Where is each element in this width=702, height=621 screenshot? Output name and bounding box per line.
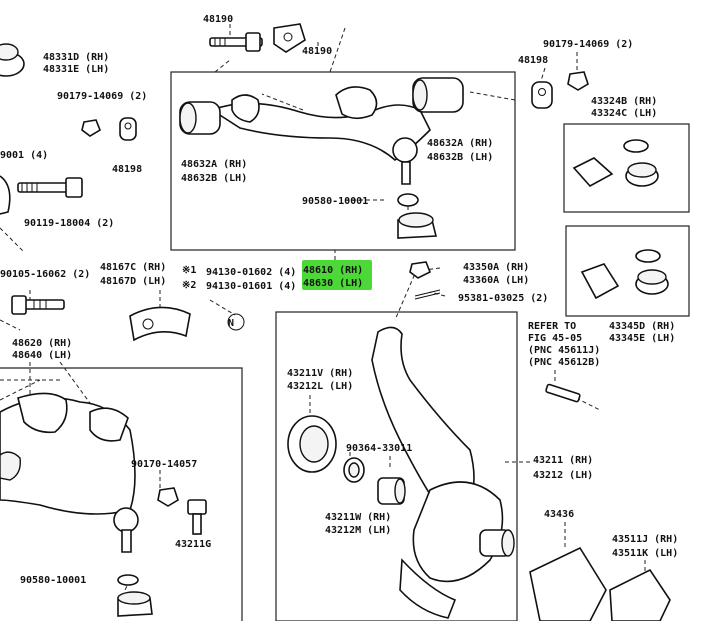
label-48632a-right: 48632A (RH) bbox=[427, 138, 493, 149]
nut-90580-lower bbox=[117, 574, 139, 586]
lower-arm-box bbox=[0, 367, 243, 621]
label-48167d: 48167D (LH) bbox=[100, 276, 166, 287]
label-90179-right: 90179-14069 (2) bbox=[543, 39, 633, 50]
bracket-48198-right bbox=[531, 81, 553, 109]
gasket-43436 bbox=[529, 546, 607, 621]
label-48167c: 48167C (RH) bbox=[100, 262, 166, 273]
bolt-refer bbox=[545, 383, 581, 403]
nut-90179-left bbox=[81, 119, 101, 137]
bolt-90105 bbox=[11, 295, 65, 315]
label-48632b-left: 48632B (LH) bbox=[181, 173, 247, 184]
label-90001: 9001 (4) bbox=[0, 150, 48, 161]
label-48620: 48620 (RH) bbox=[12, 338, 72, 349]
dust-boot-lower bbox=[117, 591, 153, 617]
label-refer-2: FIG 45-05 bbox=[528, 333, 582, 344]
cam-bracket-48167 bbox=[129, 306, 191, 342]
label-95381: 95381-03025 (2) bbox=[458, 293, 548, 304]
label-48190-bottom: 48190 bbox=[302, 46, 332, 57]
castle-nut-43350 bbox=[409, 261, 432, 279]
label-mark2: ※2 bbox=[182, 280, 196, 291]
label-43511j: 43511J (RH) bbox=[612, 534, 678, 545]
label-48632b-right: 48632B (LH) bbox=[427, 152, 493, 163]
bolt-90119 bbox=[17, 177, 83, 198]
bearing-90364 bbox=[377, 477, 406, 505]
label-90364: 90364-33011 bbox=[346, 443, 412, 454]
label-43211v: 43211V (RH) bbox=[287, 368, 353, 379]
steering-knuckle bbox=[371, 326, 515, 619]
label-mark1: ※1 bbox=[182, 265, 196, 276]
label-refer-4: (PNC 45612B) bbox=[528, 357, 600, 368]
bushing-set-lower bbox=[580, 249, 669, 300]
nut-90179-right bbox=[567, 71, 589, 91]
label-90580-lower: 90580-10001 bbox=[20, 575, 86, 586]
label-refer-1: REFER TO bbox=[528, 321, 576, 332]
label-48610: 48610 (RH) bbox=[303, 265, 363, 276]
cotter-pin-95381 bbox=[414, 289, 441, 300]
label-43211w: 43211W (RH) bbox=[325, 512, 391, 523]
knuckle-box bbox=[275, 311, 518, 621]
upper-control-arm bbox=[179, 77, 464, 185]
label-94130-01602: 94130-01602 (4) bbox=[206, 267, 296, 278]
nut-90580-upper bbox=[397, 193, 419, 207]
label-43324b: 43324B (RH) bbox=[591, 96, 657, 107]
bushing-set-upper bbox=[572, 139, 659, 188]
label-48190-top: 48190 bbox=[203, 14, 233, 25]
note-n-circle bbox=[227, 313, 245, 331]
label-43360a: 43360A (LH) bbox=[463, 275, 529, 286]
label-note-n: N bbox=[228, 318, 234, 329]
label-48630: 48630 (LH) bbox=[303, 278, 363, 289]
bolt-48190 bbox=[209, 32, 263, 52]
label-43345d: 43345D (RH) bbox=[609, 321, 675, 332]
bracket-48198-left bbox=[119, 117, 137, 141]
nut-90170 bbox=[157, 487, 179, 507]
arm-fragment-left bbox=[0, 175, 11, 215]
label-48331d: 48331D (RH) bbox=[43, 52, 109, 63]
label-48640: 48640 (LH) bbox=[12, 350, 72, 361]
label-43324c: 43324C (LH) bbox=[591, 108, 657, 119]
dust-boot-upper bbox=[397, 212, 438, 239]
label-43212: 43212 (LH) bbox=[533, 470, 593, 481]
label-48198-left: 48198 bbox=[112, 164, 142, 175]
nut-48190 bbox=[273, 23, 306, 53]
label-43436: 43436 bbox=[544, 509, 574, 520]
label-43212l: 43212L (LH) bbox=[287, 381, 353, 392]
label-43211g: 43211G bbox=[175, 539, 211, 550]
bump-stopper bbox=[0, 43, 25, 77]
label-refer-3: (PNC 45611J) bbox=[528, 345, 600, 356]
hub-43511 bbox=[609, 568, 671, 621]
label-94130-01601: 94130-01601 (4) bbox=[206, 281, 296, 292]
seal-43211w bbox=[343, 457, 365, 483]
label-43511k: 43511K (LH) bbox=[612, 548, 678, 559]
upper-arm-box bbox=[170, 71, 516, 251]
label-90105: 90105-16062 (2) bbox=[0, 269, 90, 280]
label-48198-right: 48198 bbox=[518, 55, 548, 66]
lower-control-arm bbox=[0, 392, 139, 553]
label-43345e: 43345E (LH) bbox=[609, 333, 675, 344]
bushing-box-upper bbox=[563, 123, 690, 213]
label-90119: 90119-18004 (2) bbox=[24, 218, 114, 229]
oil-seal-43211v bbox=[287, 415, 337, 473]
label-90580-upper: 90580-10001 bbox=[302, 196, 368, 207]
bushing-box-lower bbox=[565, 225, 690, 317]
label-48331e: 48331E (LH) bbox=[43, 64, 109, 75]
bolt-43211g bbox=[187, 499, 207, 535]
label-43350a: 43350A (RH) bbox=[463, 262, 529, 273]
label-43212m: 43212M (LH) bbox=[325, 525, 391, 536]
label-90179-left: 90179-14069 (2) bbox=[57, 91, 147, 102]
highlight-48610 bbox=[302, 260, 372, 290]
label-48632a-left: 48632A (RH) bbox=[181, 159, 247, 170]
label-43211: 43211 (RH) bbox=[533, 455, 593, 466]
label-90170: 90170-14057 bbox=[131, 459, 197, 470]
